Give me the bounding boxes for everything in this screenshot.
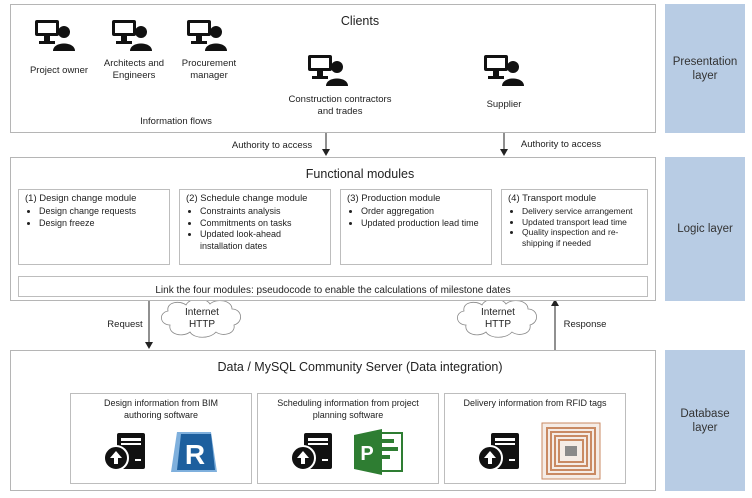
server-upload-icon: [477, 431, 523, 478]
link-modules-box: Link the four modules: pseudocode to ena…: [18, 276, 648, 297]
client-label-supplier: Supplier: [486, 99, 522, 110]
cloud-left-shape: [161, 298, 241, 338]
database-title: Data / MySQL Community Server (Data inte…: [217, 360, 503, 374]
client-label-contractors: Construction contractors and trades: [288, 94, 392, 117]
ms-project-icon: P: [354, 429, 404, 480]
rfid-tag-icon: [541, 422, 601, 485]
module-item: Quality inspection and re-shipping if ne…: [522, 227, 641, 248]
server-upload-icon: [290, 431, 336, 478]
module-item: Updated look-ahead installation dates: [200, 229, 324, 252]
production-module: (3) Production module Order aggregation …: [340, 189, 492, 265]
schedule-source-caption: Scheduling information from project plan…: [277, 398, 419, 420]
svg-text:R: R: [185, 439, 205, 470]
bim-source-box: Design information from BIM authoring so…: [70, 393, 252, 484]
module-title: (3) Production module: [347, 193, 441, 204]
client-label-architects: Architects and Engineers: [103, 58, 165, 81]
module-item: Updated production lead time: [361, 218, 485, 230]
server-upload-icon: [103, 431, 149, 478]
information-flows-label: Information flows: [140, 116, 212, 127]
response-label: Response: [563, 319, 607, 330]
clients-title: Clients: [340, 14, 380, 28]
client-label-procurement: Procurement manager: [181, 58, 237, 81]
computer-user-icon: [110, 19, 154, 58]
cloud-left-label: Internet HTTP: [185, 307, 219, 330]
computer-user-icon: [482, 54, 526, 93]
module-item: Updated transport lead time: [522, 217, 641, 228]
svg-text:P: P: [360, 443, 373, 465]
cloud-right-label: Internet HTTP: [481, 307, 515, 330]
client-label-project-owner: Project owner: [29, 65, 89, 76]
authority-right-label: Authority to access: [520, 139, 602, 150]
computer-user-icon: [306, 54, 350, 93]
transport-module: (4) Transport module Delivery service ar…: [501, 189, 648, 265]
schedule-change-module: (2) Schedule change module Constraints a…: [179, 189, 331, 265]
revit-icon: R: [171, 428, 219, 481]
computer-user-icon: [185, 19, 229, 58]
module-item: Commitments on tasks: [200, 218, 324, 230]
module-item: Design change requests: [39, 206, 163, 218]
module-title: (1) Design change module: [25, 193, 137, 204]
database-layer-label: Database layer: [665, 350, 745, 491]
rfid-source-box: Delivery information from RFID tags: [444, 393, 626, 484]
computer-user-icon: [33, 19, 77, 58]
module-item: Design freeze: [39, 218, 163, 230]
module-item: Delivery service arrangement: [522, 206, 641, 217]
functional-modules-title: Functional modules: [305, 167, 415, 181]
request-label: Request: [107, 319, 143, 330]
design-change-module: (1) Design change module Design change r…: [18, 189, 170, 265]
module-title: (2) Schedule change module: [186, 193, 308, 204]
link-modules-text: Link the four modules: pseudocode to ena…: [155, 285, 511, 296]
bim-source-caption: Design information from BIM authoring so…: [103, 398, 219, 420]
presentation-layer-label: Presentation layer: [665, 4, 745, 133]
module-item: Order aggregation: [361, 206, 485, 218]
rfid-source-caption: Delivery information from RFID tags: [463, 398, 607, 408]
module-title: (4) Transport module: [508, 193, 597, 204]
module-item: Constraints analysis: [200, 206, 324, 218]
schedule-source-box: Scheduling information from project plan…: [257, 393, 439, 484]
logic-layer-label: Logic layer: [665, 157, 745, 301]
cloud-right-shape: [457, 298, 537, 338]
authority-left-label: Authority to access: [231, 140, 313, 151]
